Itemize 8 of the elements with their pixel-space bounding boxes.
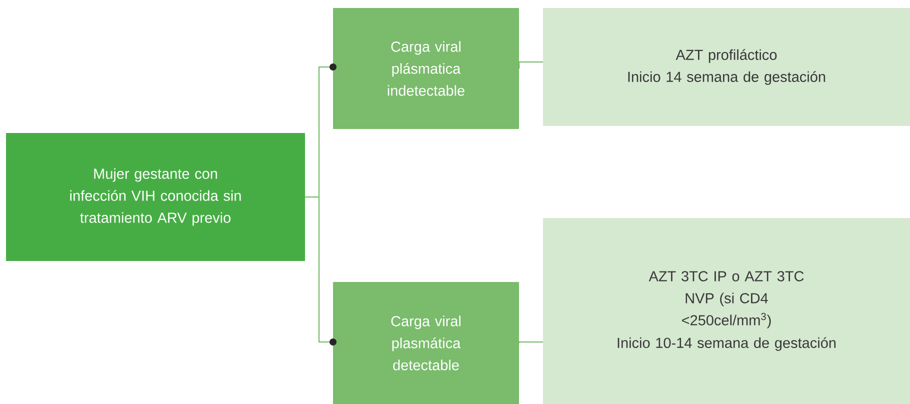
treatment-box: AZT profiláctico Inicio 14 semana de gestación <box>543 8 910 126</box>
process-box: Carga viral plásmatica indetectable <box>333 8 519 129</box>
connector <box>518 342 544 344</box>
process-box: Carga viral plasmática detectable <box>333 282 519 404</box>
connector <box>304 196 336 346</box>
process-box: Mujer gestante con infección VIH conocida sin tratamiento ARV previo <box>6 133 305 261</box>
connector <box>518 62 544 69</box>
treatment-box: AZT 3TC IP o AZT 3TC NVP (si CD4 <250cel/mm$^{3}$) Inicio 10-14 semana de gestación <box>543 218 910 404</box>
